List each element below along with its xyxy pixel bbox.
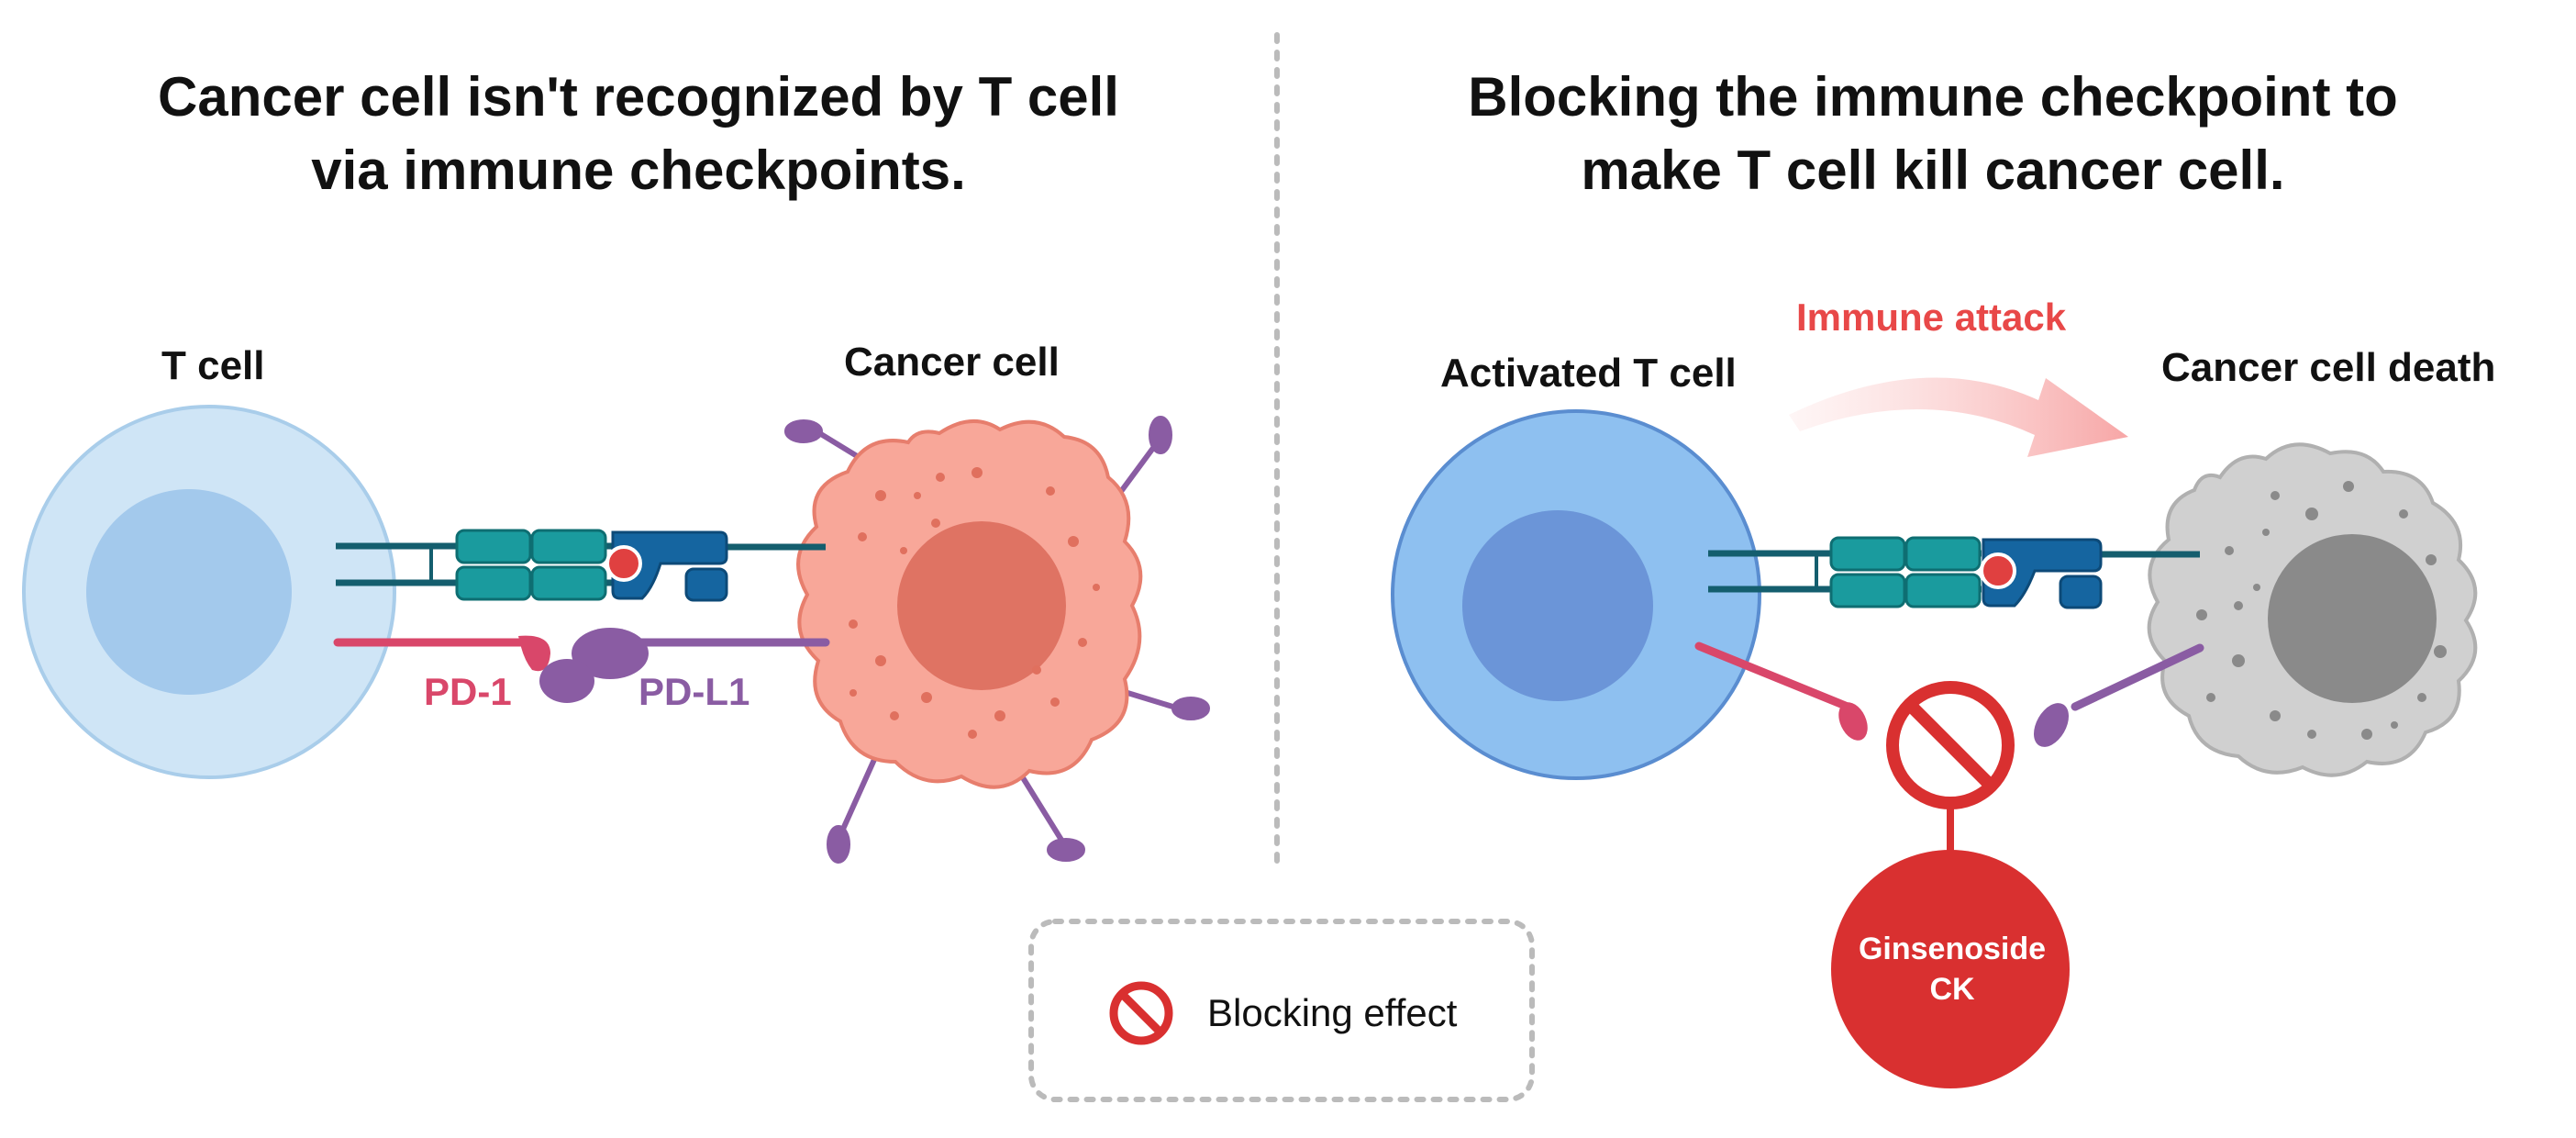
t-cell-nucleus <box>86 489 292 695</box>
ginsenoside-ck-label: Ginsenoside CK <box>1827 929 2077 1010</box>
cancer-cell-nucleus <box>897 521 1066 690</box>
mhc-molecule-activated <box>1982 538 2200 609</box>
prohibition-icon <box>1109 981 1173 1045</box>
cancer-cell-death-label: Cancer cell death <box>2161 345 2496 390</box>
left-title-line-2: via immune checkpoints. <box>311 139 966 201</box>
dead-cancer-cell <box>2147 442 2478 777</box>
cancer-cell-granules <box>849 467 1100 739</box>
blocking-prohibition-icon <box>1886 681 2015 809</box>
right-title-line-2: make T cell kill cancer cell. <box>1581 139 2285 201</box>
right-title-line-1: Blocking the immune checkpoint to <box>1468 66 2398 128</box>
pdl1-label: PD-L1 <box>638 670 750 713</box>
legend-box <box>1028 919 1535 1102</box>
left-title-line-1: Cancer cell isn't recognized by T cell <box>158 66 1119 128</box>
mhc-molecule <box>611 530 826 602</box>
activated-t-cell <box>1391 409 1761 780</box>
t-cell <box>22 405 396 779</box>
t-cell-receptor <box>336 529 613 601</box>
tcr-mhc-complex-activated <box>1708 536 2200 609</box>
tcr-mhc-complex <box>336 529 826 602</box>
ginsenoside-label-line-2: CK <box>1929 972 1975 1007</box>
t-cell-receptor-activated <box>1708 536 1982 608</box>
pd1-receptor <box>333 635 550 672</box>
activated-t-cell-label: Activated T cell <box>1440 351 1737 396</box>
pdl1-ligand-blocked <box>2034 643 2204 747</box>
dead-cell-granules <box>2196 481 2447 740</box>
cancer-cell-label: Cancer cell <box>844 340 1060 385</box>
cancer-cell <box>784 416 1210 864</box>
pdl1-ligand <box>539 628 830 703</box>
antigen-peptide-activated <box>1980 552 2016 589</box>
activated-t-cell-nucleus <box>1462 510 1653 701</box>
ginsenoside-label-line-1: Ginsenoside <box>1858 932 2047 966</box>
legend-label: Blocking effect <box>1207 991 1458 1034</box>
immune-attack-label: Immune attack <box>1796 296 2067 339</box>
antigen-peptide <box>605 545 642 582</box>
right-panel-title: Blocking the immune checkpoint to make T… <box>1290 61 2576 207</box>
pd1-label: PD-1 <box>424 670 512 713</box>
t-cell-label: T cell <box>161 343 265 388</box>
dead-cell-nucleus <box>2268 534 2437 703</box>
pd1-receptor-blocked <box>1694 642 1868 741</box>
left-panel-title: Cancer cell isn't recognized by T cell v… <box>0 61 1277 207</box>
immune-attack-arrow <box>1789 377 2128 457</box>
